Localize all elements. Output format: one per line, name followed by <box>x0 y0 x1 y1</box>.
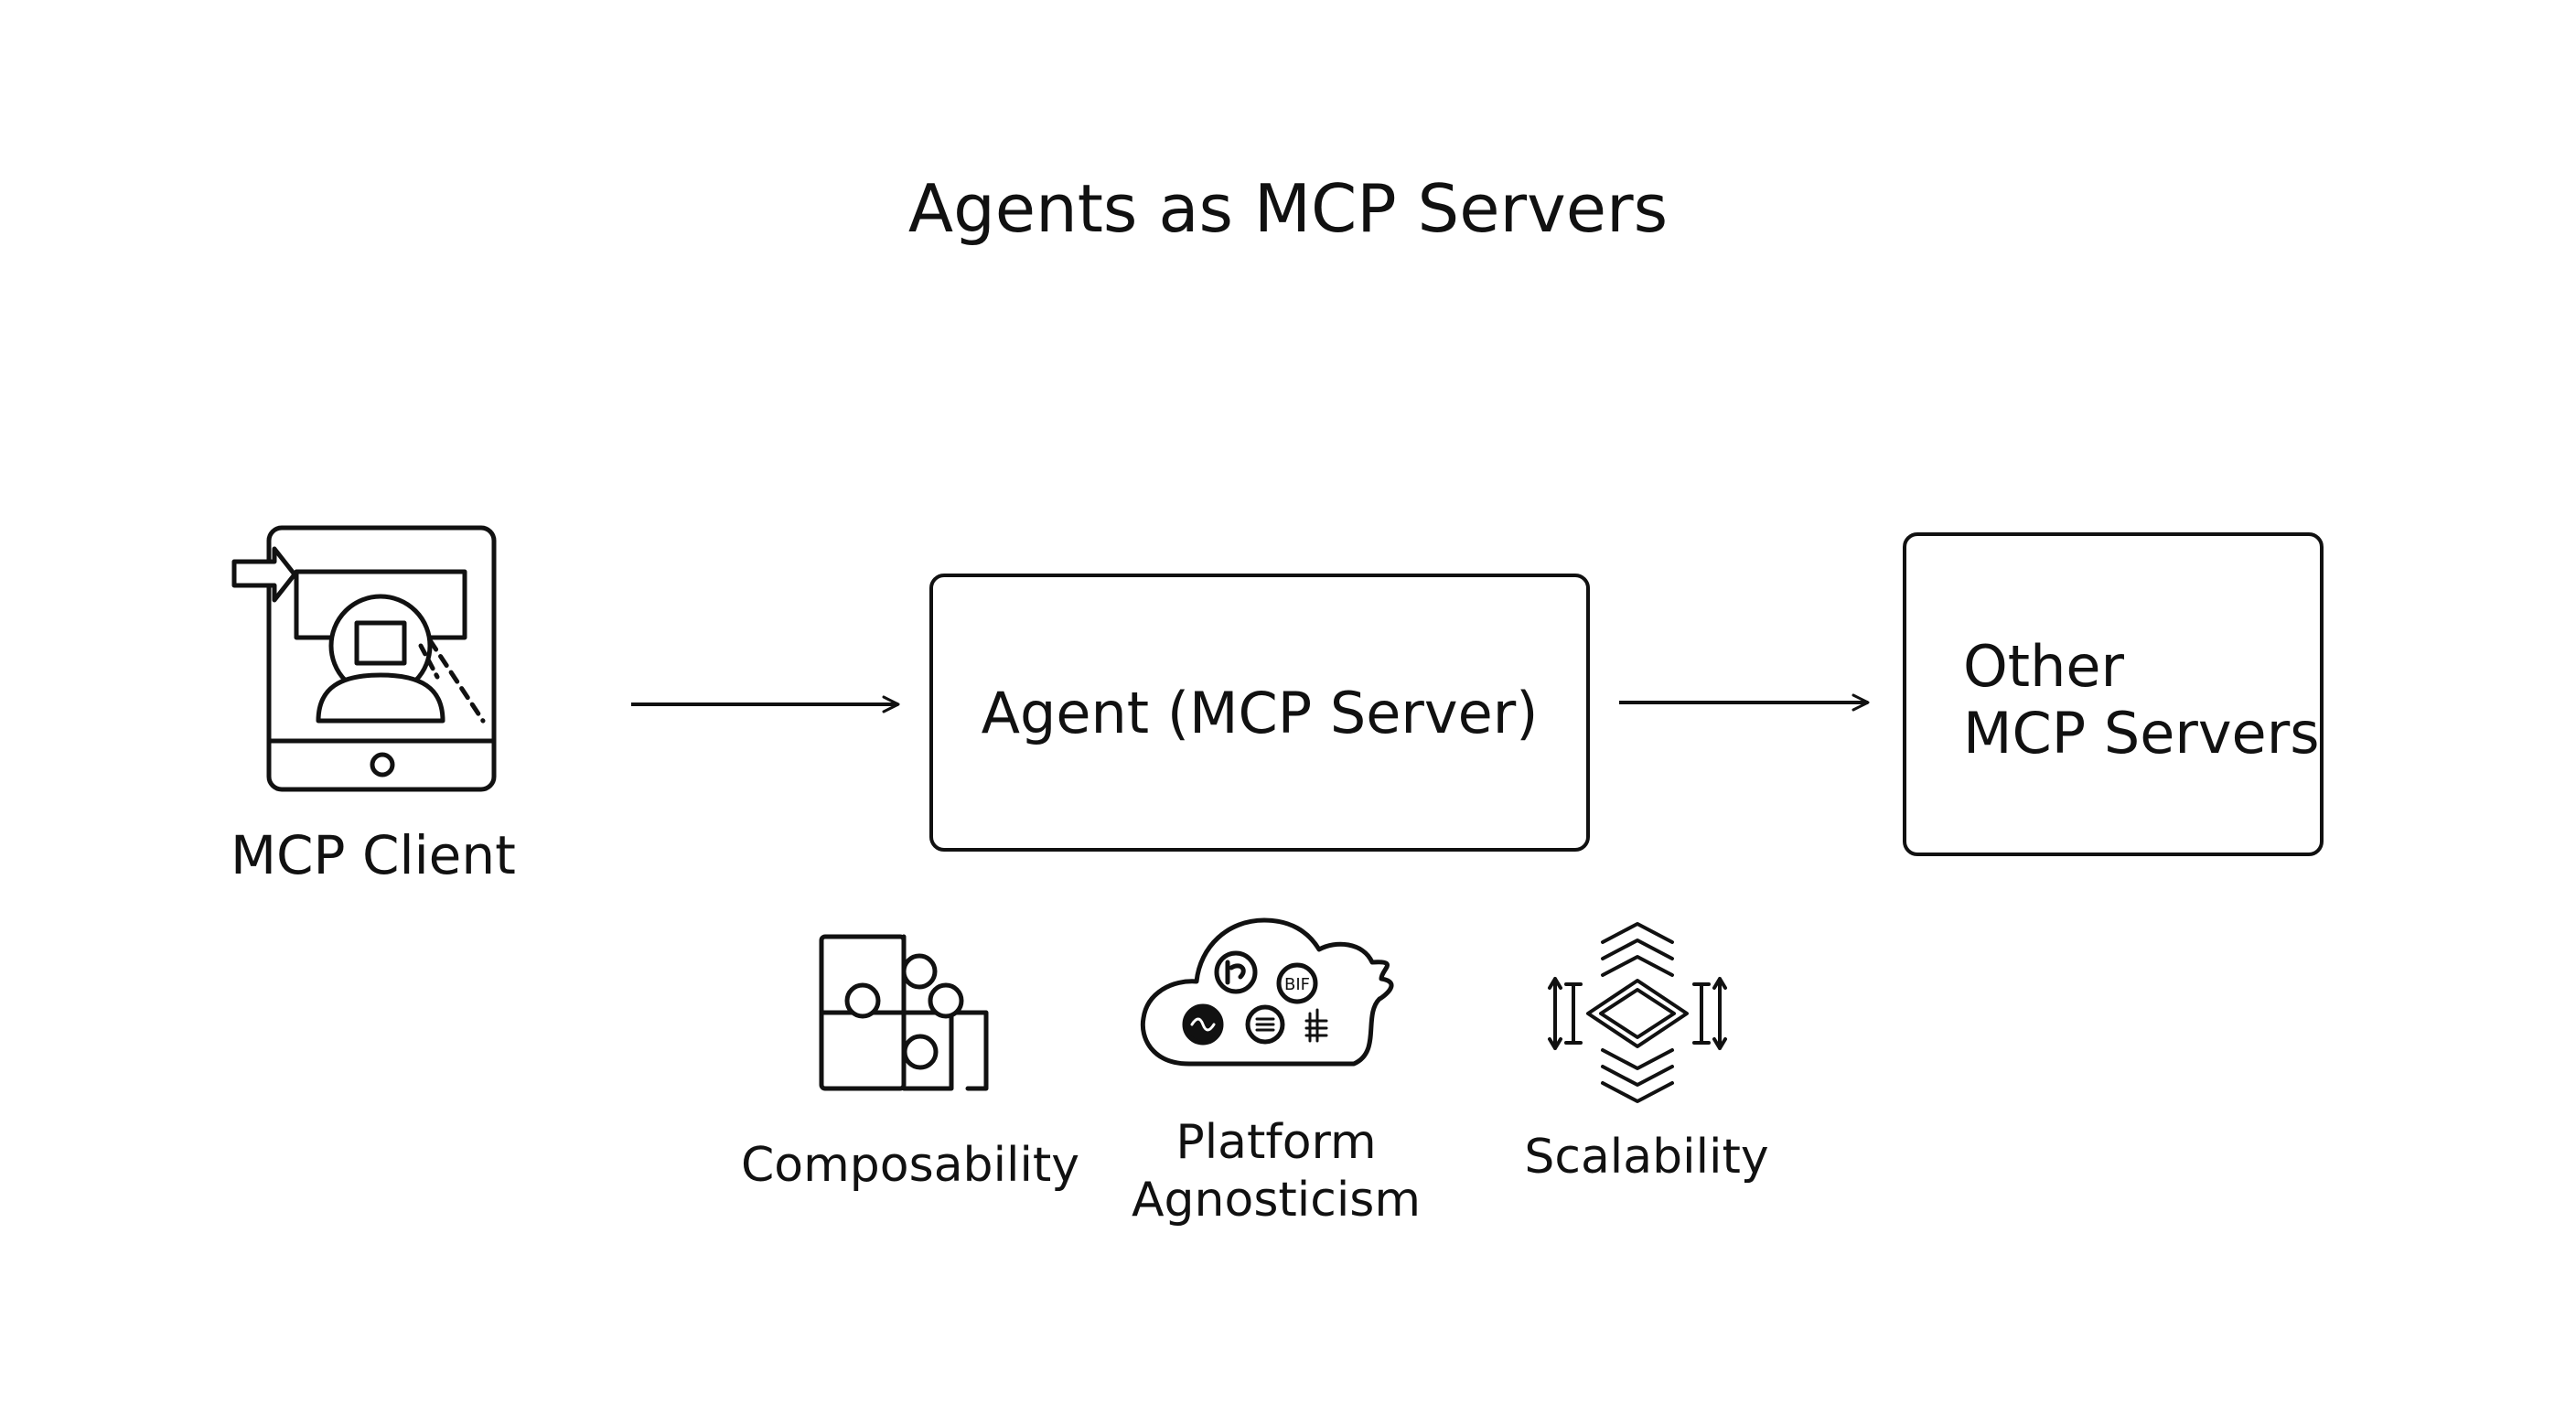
platform-agnosticism-label-line1: Platform <box>1175 1115 1377 1170</box>
scalability-label-line: Scalability <box>1524 1130 1769 1185</box>
composability-label-line: Composability <box>741 1138 1080 1193</box>
agent-server-box <box>929 574 1590 852</box>
other-servers-label-line1: Other <box>1963 633 2125 700</box>
cloud-platforms-icon <box>1140 917 1394 1067</box>
puzzle-icon <box>819 934 989 1091</box>
composability-label: Composability <box>741 1137 1080 1195</box>
scalability-label: Scalability <box>1500 1129 1793 1186</box>
mcp-client-label: MCP Client <box>231 824 516 886</box>
diagram-title: Agents as MCP Servers <box>907 170 1669 247</box>
scale-layers-icon <box>1548 922 1727 1103</box>
platform-agnosticism-label: Platform Agnosticism <box>1130 1114 1422 1230</box>
tablet-user-icon <box>231 525 497 792</box>
platform-agnosticism-label-line2: Agnosticism <box>1131 1173 1422 1228</box>
agent-server-label: Agent (MCP Server) <box>981 680 1539 746</box>
cloud-badge-bif: BIF <box>1284 975 1310 994</box>
other-servers-box <box>1903 532 2324 856</box>
other-servers-label-line2: MCP Servers <box>1963 700 2320 767</box>
other-servers-label: Other MCP Servers <box>1963 633 2320 767</box>
